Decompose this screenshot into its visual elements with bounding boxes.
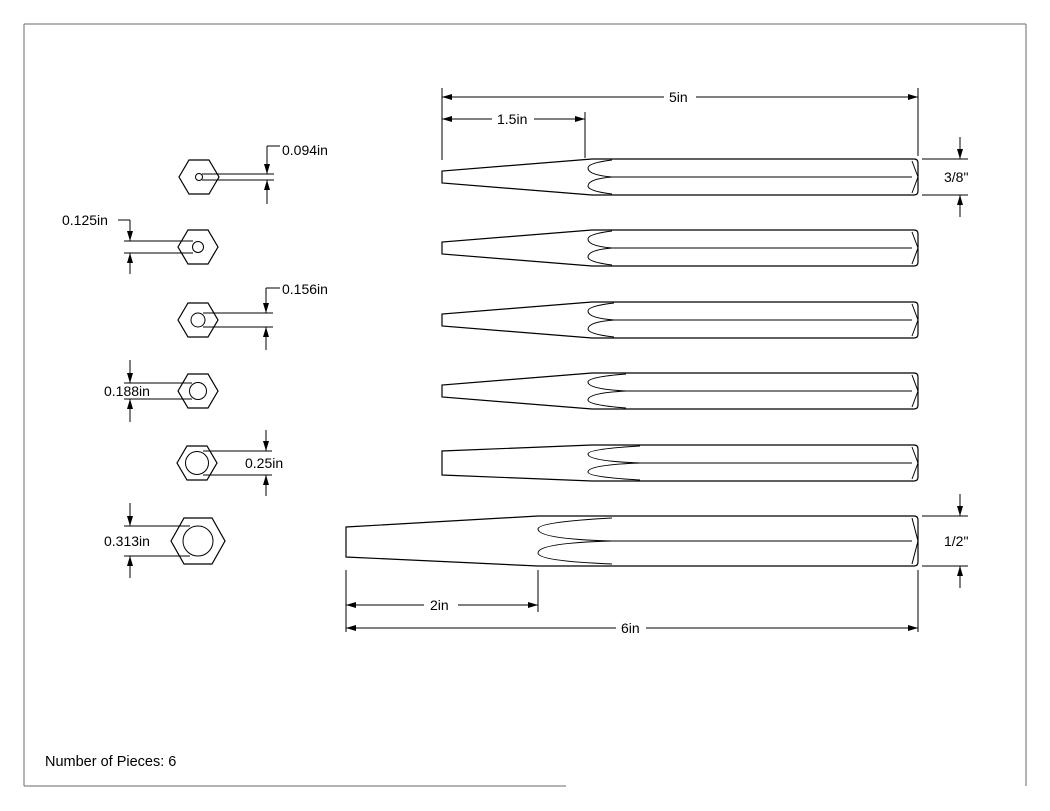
dim-overall-length-large: 6in <box>346 570 919 636</box>
pieces-count-note: Number of Pieces: 6 <box>45 754 176 770</box>
dim-overall-length-small: 5in <box>441 88 919 160</box>
stock-size-small-label: 3/8" <box>944 169 968 185</box>
dim-taper-length-small: 1.5in <box>442 111 586 158</box>
hex-dim-label-4: 0.188in <box>104 383 150 399</box>
punch-side-view-2 <box>441 229 919 267</box>
hex-end-view-5 <box>176 445 218 481</box>
punch-side-view-5 <box>441 444 919 482</box>
hex-dim-1: 0.094in <box>202 142 328 204</box>
hex-dim-2: 0.125in <box>62 212 193 274</box>
stock-size-large-label: 1/2" <box>944 533 968 549</box>
hex-dim-3: 0.156in <box>203 281 328 350</box>
overall-length-small-label: 5in <box>669 89 688 105</box>
hex-dim-label-5: 0.25in <box>245 455 283 471</box>
sheet-frame <box>23 23 1027 787</box>
taper-length-large-label: 2in <box>430 597 449 613</box>
taper-length-small-label: 1.5in <box>497 111 527 127</box>
punch-side-view-1 <box>441 158 919 196</box>
overall-length-large-label: 6in <box>621 620 640 636</box>
dim-taper-length-large: 2in <box>345 570 539 632</box>
hex-end-view-6 <box>170 517 226 565</box>
dim-stock-size-large: 1/2" <box>922 494 968 588</box>
hex-end-view-4 <box>177 373 219 409</box>
hex-dim-6: 0.313in <box>104 503 190 578</box>
hex-dim-label-6: 0.313in <box>104 533 150 549</box>
hex-end-view-2 <box>177 229 219 265</box>
hex-dim-5: 0.25in <box>203 430 283 496</box>
punch-side-view-6 <box>345 515 919 567</box>
hex-dim-label-1: 0.094in <box>282 142 328 158</box>
dim-stock-size-small: 3/8" <box>922 137 968 217</box>
hex-dim-label-2: 0.125in <box>62 212 108 228</box>
hex-end-view-1 <box>178 159 220 195</box>
hex-dim-4: 0.188in <box>104 360 192 422</box>
punch-side-view-3 <box>441 301 919 339</box>
punch-side-view-4 <box>441 372 919 410</box>
hex-dim-label-3: 0.156in <box>282 281 328 297</box>
hex-end-view-3 <box>177 302 219 338</box>
